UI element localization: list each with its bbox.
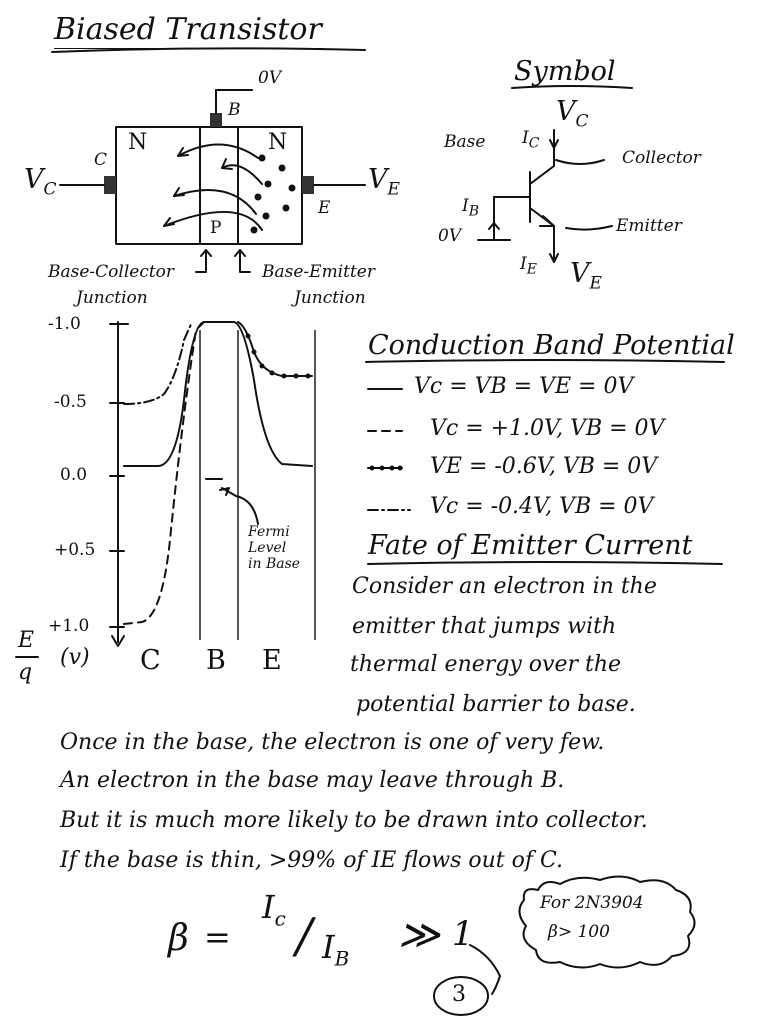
electron-arrow-2 xyxy=(221,164,263,185)
y-tick-zero: 0.0 xyxy=(60,465,88,485)
collector-label: C xyxy=(94,150,108,170)
curve-vc-plus1 xyxy=(123,321,205,625)
base-contact xyxy=(210,113,222,127)
legend-heading: Conduction Band Potential xyxy=(368,330,735,361)
y-axis-label-q: q xyxy=(18,660,33,685)
base-terminal-voltage: 0V xyxy=(258,68,282,88)
legend-entry-vc-plus1: Vc = +1.0V, VB = 0V xyxy=(430,416,665,441)
electron-arrow-3 xyxy=(173,189,257,215)
page-number-circle xyxy=(433,976,489,1016)
symbol-vc-label: VC xyxy=(556,96,589,132)
fermi-pointer xyxy=(221,487,259,525)
symbol-0v-label: 0V xyxy=(438,226,462,246)
legend-entry-equilibrium: Vc = VB = VE = 0V xyxy=(414,374,634,399)
emitter-contact xyxy=(302,176,314,194)
fermi-label-2: Level xyxy=(248,540,287,556)
curve-ve-minus06 xyxy=(237,321,313,377)
page-number: 3 xyxy=(452,982,466,1007)
curve-ve-markers xyxy=(245,333,311,379)
potential-plot xyxy=(15,321,316,658)
page-title: Biased Transistor xyxy=(54,12,322,49)
fate-line-3: thermal energy over the xyxy=(350,652,622,677)
symbol-ie-label: IE xyxy=(520,254,537,278)
be-junction-label-1: Base-Emitter xyxy=(262,262,375,282)
fermi-label-3: in Base xyxy=(248,556,301,572)
legend-entry-vc-minus04: Vc = -0.4V, VB = 0V xyxy=(430,494,654,519)
paragraph-line-2: An electron in the base may leave throug… xyxy=(60,768,565,793)
vc-device-label: VC xyxy=(24,164,57,200)
pointer-to-page-number xyxy=(469,944,501,995)
fate-line-2: emitter that jumps with xyxy=(352,614,617,639)
y-tick-minus-1: -1.0 xyxy=(48,314,81,334)
region-n-collector: N xyxy=(128,130,148,155)
emitter-pointer xyxy=(565,225,613,231)
base-label: B xyxy=(228,100,241,120)
paragraph-line-1: Once in the base, the electron is one of… xyxy=(60,730,605,755)
legend-heading-underline xyxy=(365,359,725,363)
formula-ic: Ic xyxy=(262,888,286,931)
symbol-ib-label: IB xyxy=(462,196,480,220)
region-p-base: P xyxy=(210,218,222,238)
emitter-label: E xyxy=(318,198,331,218)
ie-arrow xyxy=(549,253,559,263)
region-n-emitter: N xyxy=(268,130,288,155)
symbol-emitter-label: Emitter xyxy=(616,216,682,236)
fate-line-1: Consider an electron in the xyxy=(352,574,657,599)
y-tick-plus-1: +1.0 xyxy=(48,616,90,636)
paragraph-line-4: If the base is thin, >99% of IE flows ou… xyxy=(60,848,564,873)
ve-device-label: VE xyxy=(368,164,400,200)
legend-graphics xyxy=(365,359,725,565)
x-region-c: C xyxy=(140,645,161,676)
legend-entry-ve-minus06: VE = -0.6V, VB = 0V xyxy=(430,454,658,479)
note-part-number: For 2N3904 xyxy=(540,893,644,913)
formula-much-greater: ≫ xyxy=(398,912,440,958)
note-beta-value: β> 100 xyxy=(548,922,610,942)
fate-line-4: potential barrier to base. xyxy=(356,692,636,717)
symbol-underline xyxy=(511,85,633,89)
formula-ib: IB xyxy=(322,928,350,971)
ic-arrow xyxy=(549,139,559,149)
electron-arrow-1 xyxy=(177,143,259,159)
symbol-collector-line xyxy=(529,165,555,185)
y-axis-label-e: E xyxy=(18,628,35,653)
be-junction-pointer xyxy=(239,249,251,273)
formula-beta: β xyxy=(168,918,189,959)
formula-slash: / xyxy=(296,908,313,964)
y-axis-unit: (v) xyxy=(60,645,90,670)
electron-arrow-4 xyxy=(163,210,263,231)
formula-one: 1 xyxy=(452,914,474,954)
ib-arrow xyxy=(488,222,500,237)
bc-junction-label-2: Junction xyxy=(76,288,148,308)
y-tick-minus-05: -0.5 xyxy=(54,392,87,412)
curve-vc-minus04 xyxy=(123,321,193,405)
symbol-heading: Symbol xyxy=(514,56,616,87)
transistor-device-diagram xyxy=(59,89,366,273)
y-axis-arrow xyxy=(111,635,125,647)
transistor-symbol-diagram xyxy=(477,129,613,263)
fermi-label-1: Fermi xyxy=(248,524,290,540)
fate-heading: Fate of Emitter Current xyxy=(368,530,693,561)
paragraph-line-3: But it is much more likely to be drawn i… xyxy=(60,808,648,833)
symbol-base-label: Base xyxy=(444,132,486,152)
electron-dots xyxy=(250,154,296,234)
formula-equals: = xyxy=(204,918,231,956)
collector-pointer xyxy=(555,159,605,165)
note-cloud xyxy=(518,875,696,969)
symbol-ic-label: IC xyxy=(522,128,540,152)
y-tick-plus-05: +0.5 xyxy=(54,540,96,560)
fate-heading-underline xyxy=(367,561,723,565)
annotation-graphics xyxy=(433,875,696,1016)
x-region-b: B xyxy=(206,645,226,676)
bc-junction-pointer xyxy=(195,249,207,273)
be-junction-label-2: Junction xyxy=(294,288,366,308)
collector-contact xyxy=(104,176,116,194)
bc-junction-label-1: Base-Collector xyxy=(48,262,175,282)
symbol-collector-label: Collector xyxy=(622,148,701,168)
x-region-e: E xyxy=(262,645,282,676)
curve-equilibrium xyxy=(123,321,313,467)
symbol-ve-label: VE xyxy=(570,258,602,294)
